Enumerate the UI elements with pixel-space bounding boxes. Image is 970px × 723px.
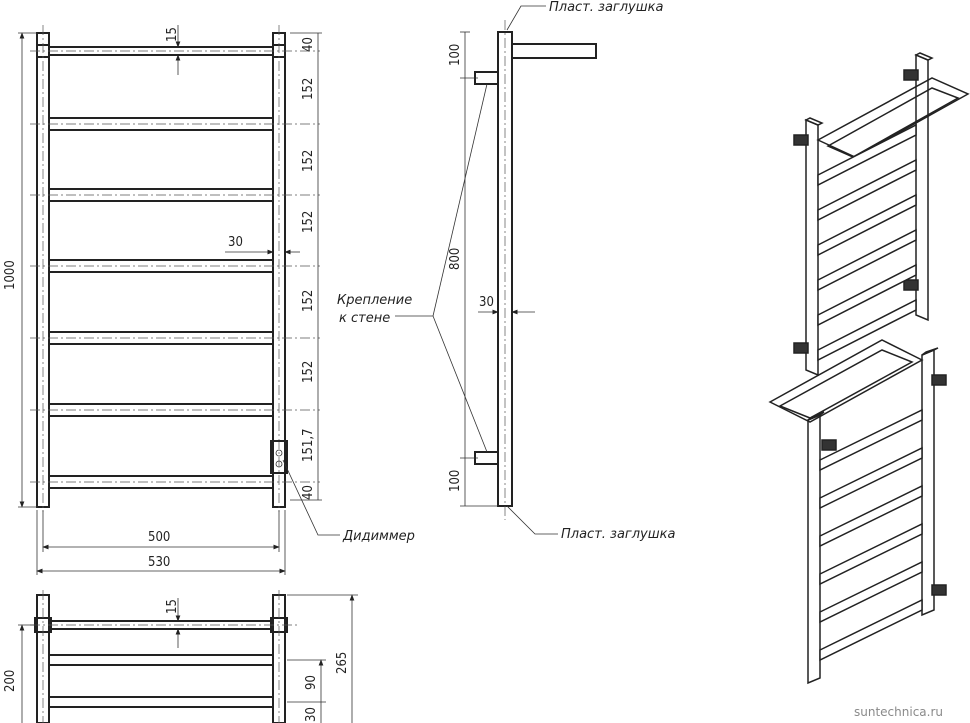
isometric-view-lower	[768, 339, 947, 685]
dim-shelf-thickness: 15	[165, 599, 180, 614]
dim-spacing-6: 151,7	[301, 429, 316, 462]
dim-bottom-spacing: 30	[304, 707, 319, 722]
dim-spacing-4: 152	[301, 290, 316, 312]
dim-bottom-mount: 100	[448, 470, 463, 492]
dim-spacing-0: 40	[301, 37, 316, 52]
dim-depth-rail: 200	[3, 670, 18, 692]
label-wall-mount-line2: к стене	[339, 311, 390, 326]
dim-spacing-2: 152	[301, 150, 316, 172]
dim-spacing-7: 40	[301, 485, 316, 500]
dim-width-outer: 530	[148, 555, 170, 570]
label-cap-bottom: Пласт. заглушка	[561, 527, 675, 542]
dim-height-total: 1000	[3, 260, 18, 290]
dim-spacing-5: 152	[301, 361, 316, 383]
dim-mid-spacing: 90	[304, 675, 319, 690]
dim-top-mount: 100	[448, 44, 463, 66]
dim-spacing-1: 152	[301, 78, 316, 100]
dim-width-inner: 500	[148, 530, 170, 545]
dim-mount-span: 800	[448, 248, 463, 270]
right-dimension-chain: 40 152 152 152 152 152 151,7 40	[290, 32, 322, 501]
top-view: 15 200 265 90 30	[3, 590, 358, 723]
isometric-view-upper	[793, 52, 970, 377]
label-wall-mount-line1: Крепление	[337, 293, 412, 308]
label-dimmer: Диди­ммер	[342, 529, 415, 544]
dim-spacing-3: 152	[301, 211, 316, 233]
dim-depth-total: 265	[335, 652, 350, 674]
watermark: suntechnica.ru	[854, 705, 943, 719]
front-view: 1000 40 152 152 152 152 152 151,7 40 15 …	[3, 25, 415, 575]
dim-rung-offset: 30	[228, 235, 243, 250]
lower-wall-mount	[474, 451, 499, 465]
dim-top-rung-thickness: 15	[165, 27, 180, 42]
dimmer-knob-icon	[275, 449, 283, 457]
dimmer-box	[270, 440, 288, 474]
dim-depth: 30	[479, 295, 494, 310]
upper-wall-mount	[474, 71, 499, 85]
rungs	[48, 46, 274, 489]
label-cap-top: Пласт. заглушка	[549, 0, 663, 15]
side-shelf	[511, 43, 597, 59]
side-view: 100 800 100 30 Пласт. заглушка Пласт. за…	[337, 0, 675, 542]
